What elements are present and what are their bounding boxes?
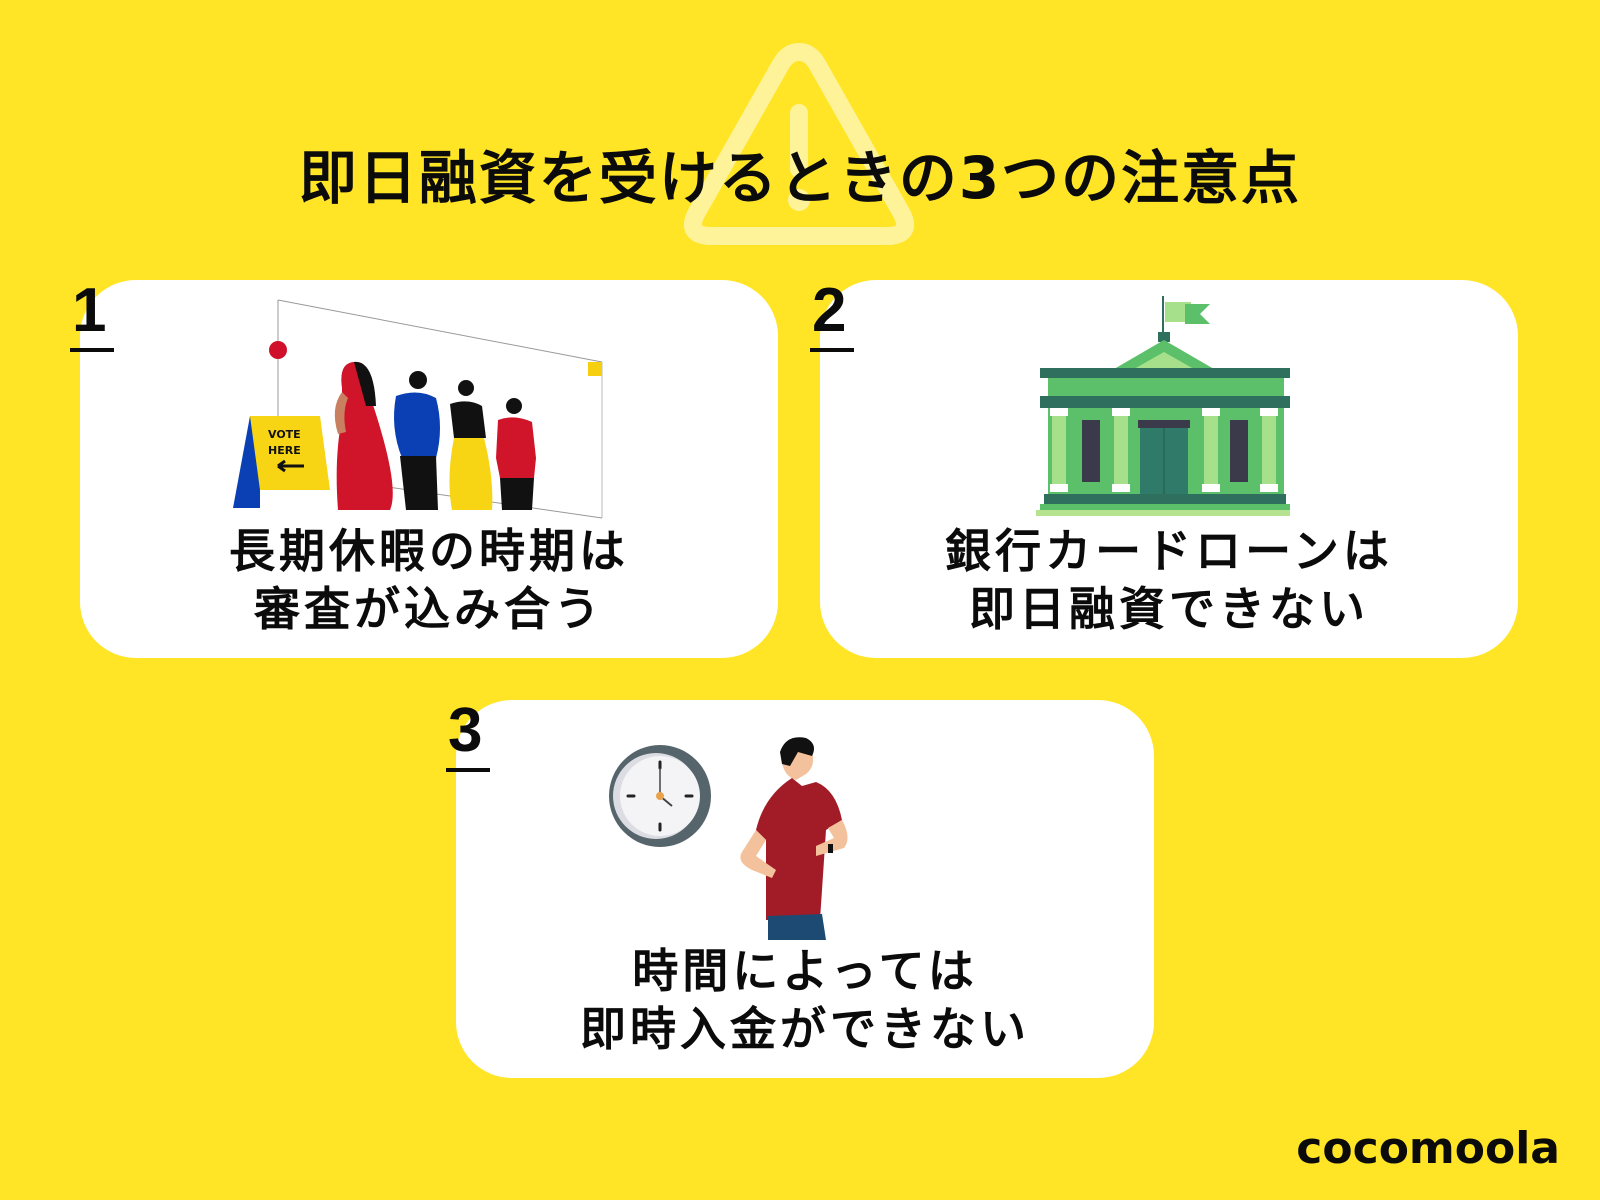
caution-card-1: VOTE HERE 長期休暇の時期は 審査が込み合う (80, 280, 778, 658)
card-line: 時間によっては (632, 944, 978, 998)
caution-card-2: 銀行カードローンは 即日融資できない (820, 280, 1518, 658)
card-line: 即時入金ができない (580, 1002, 1030, 1056)
card-text-1: 長期休暇の時期は 審査が込み合う (80, 522, 778, 638)
card-number-3: 3 (448, 696, 483, 765)
card-line: 審査が込み合う (254, 582, 604, 636)
card-line: 銀行カードローンは (945, 524, 1393, 578)
card-line: 長期休暇の時期は (229, 524, 629, 578)
brand-logo: cocomoola (1296, 1123, 1560, 1174)
caution-card-3: 時間によっては 即時入金ができない (456, 700, 1154, 1078)
bank-building-illustration (1036, 296, 1290, 516)
page-title: 即日融資を受けるときの3つの注意点 (298, 143, 1302, 212)
card-number-1: 1 (72, 276, 107, 345)
man-checking-watch-illustration (609, 737, 848, 940)
card-text-3: 時間によっては 即時入金ができない (456, 942, 1154, 1058)
number-underline (70, 348, 114, 352)
sign-text-here: HERE (268, 444, 301, 457)
warning-triangle-icon (684, 43, 914, 245)
sign-text-vote: VOTE (268, 428, 301, 441)
card-line: 即日融資できない (969, 582, 1369, 636)
card-number-2: 2 (812, 276, 847, 345)
people-in-line-illustration: VOTE HERE (233, 299, 603, 519)
number-underline (446, 768, 490, 772)
number-underline (810, 348, 854, 352)
card-text-2: 銀行カードローンは 即日融資できない (820, 522, 1518, 638)
